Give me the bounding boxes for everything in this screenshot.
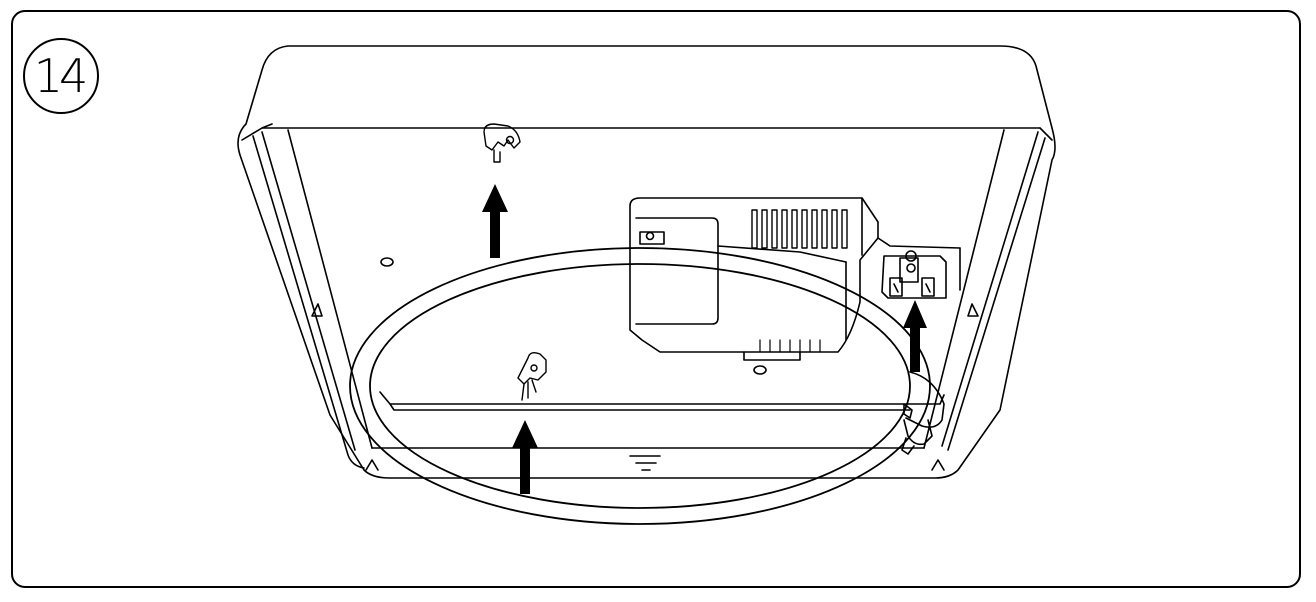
center-clip (517, 351, 547, 401)
step-number-badge: 14 (23, 38, 99, 114)
driver-box (629, 197, 961, 361)
ring-light-tube (349, 247, 931, 525)
bottom-vent-slots (759, 339, 821, 353)
step-number: 14 (33, 49, 89, 103)
terminal-block (881, 250, 947, 299)
up-arrow-icon (482, 184, 508, 258)
arrows (482, 184, 927, 494)
cable-connector (901, 371, 945, 455)
panel-border (11, 10, 1301, 588)
top-clip (483, 123, 521, 163)
housing-frame (237, 45, 1056, 479)
up-arrow-icon (512, 420, 538, 494)
vent-slots (751, 209, 848, 249)
up-arrow-icon (903, 300, 927, 372)
